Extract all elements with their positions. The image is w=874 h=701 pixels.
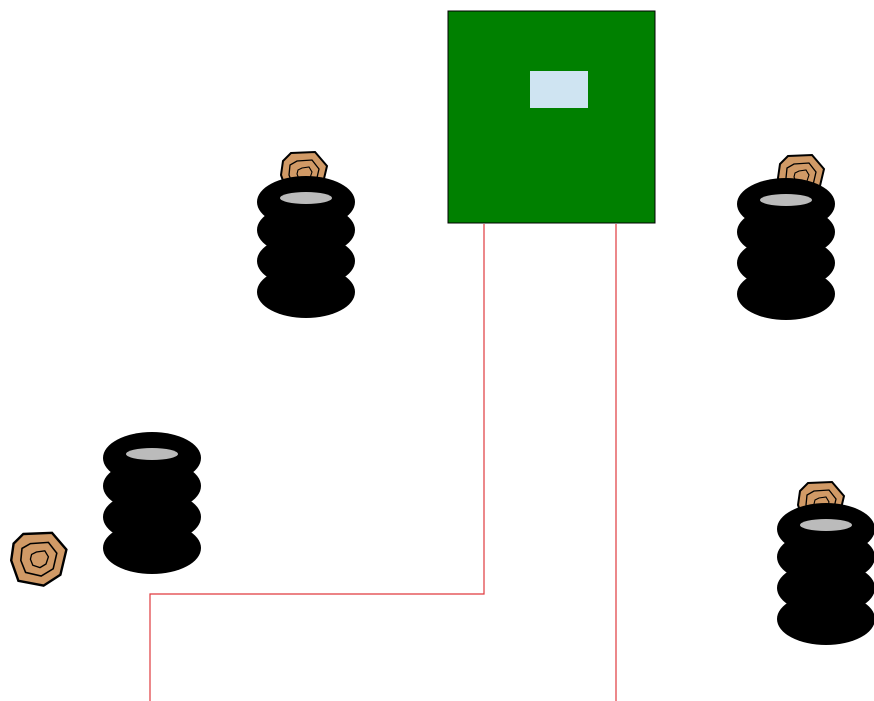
tire-stack-icon [777,503,874,645]
car-windshield [530,71,588,108]
player-car[interactable] [447,10,656,224]
car-body [447,10,656,224]
track-line-left [149,224,485,701]
tire-rim [280,192,332,204]
tire-stack-icon [257,176,355,318]
tire-rim [760,194,812,206]
track-lines [149,224,617,701]
tire-stack-icon [103,432,201,574]
tire-stack-icon [737,178,835,320]
tire-rim [126,448,178,460]
tire-rim [800,519,852,531]
rock-icon [9,531,68,587]
tire-stacks [103,176,874,645]
